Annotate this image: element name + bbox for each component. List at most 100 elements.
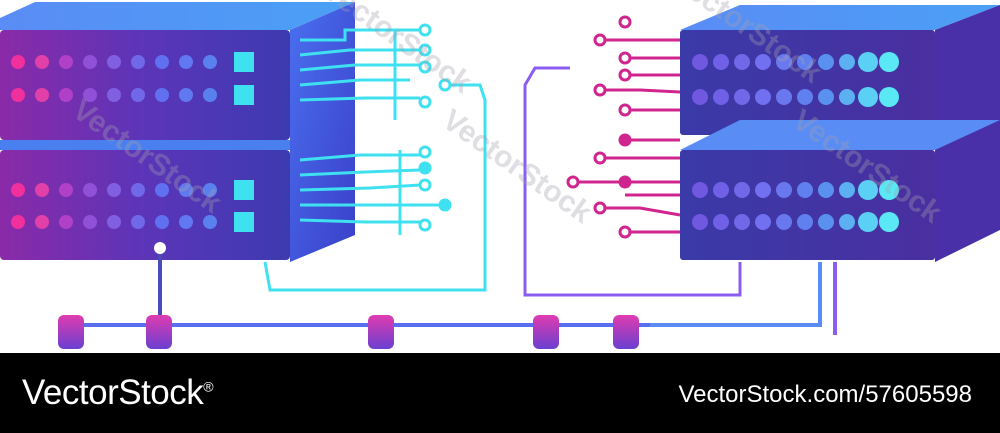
server-led (107, 55, 121, 69)
server-led (818, 214, 834, 230)
server-led (734, 214, 750, 230)
wire-node (418, 60, 432, 74)
right-top-slab (680, 5, 1000, 30)
server-led (83, 183, 97, 197)
left-unit-1 (0, 30, 290, 140)
server-led (879, 180, 899, 200)
wire-node (618, 225, 632, 239)
server-led (692, 182, 708, 198)
server-led (59, 88, 73, 102)
server-led (59, 183, 73, 197)
server-led (203, 215, 217, 229)
wire-node (618, 68, 632, 82)
server-led (35, 215, 49, 229)
server-led (818, 89, 834, 105)
server-led (155, 215, 169, 229)
wire-node (438, 78, 452, 92)
wire-node (618, 15, 632, 29)
server-led (107, 215, 121, 229)
server-led (879, 212, 899, 232)
server-led (35, 183, 49, 197)
bus-connector (58, 315, 84, 349)
server-led (858, 87, 878, 107)
server-led (858, 180, 878, 200)
server-square-led (234, 180, 254, 200)
server-led (755, 214, 771, 230)
wire-node (593, 33, 607, 47)
server-led (59, 215, 73, 229)
server-led (755, 89, 771, 105)
server-led (776, 54, 792, 70)
server-led (818, 182, 834, 198)
bus-connector (613, 315, 639, 349)
server-led (692, 54, 708, 70)
wire-node (618, 103, 632, 117)
server-led (692, 89, 708, 105)
server-led (11, 183, 25, 197)
left-led-rows (11, 52, 254, 232)
wire-node (618, 51, 632, 65)
brand-logo[interactable]: VectorStock® (22, 373, 214, 412)
server-led (797, 214, 813, 230)
server-led (107, 88, 121, 102)
bus-connector (533, 315, 559, 349)
server-led (35, 88, 49, 102)
server-square-led (234, 212, 254, 232)
server-led (818, 54, 834, 70)
server-led (839, 182, 855, 198)
left-server-stack (0, 2, 355, 262)
wire-node (618, 175, 632, 189)
server-led (713, 182, 729, 198)
server-led (755, 182, 771, 198)
server-led (179, 183, 193, 197)
server-led (203, 183, 217, 197)
server-led (11, 88, 25, 102)
server-led (83, 215, 97, 229)
server-led (59, 55, 73, 69)
server-led (734, 89, 750, 105)
server-led (713, 89, 729, 105)
wire-node (418, 218, 432, 232)
wire-node (566, 175, 580, 189)
wire-node (418, 161, 432, 175)
server-led (203, 55, 217, 69)
server-led (203, 88, 217, 102)
wire-node (618, 133, 632, 147)
server-led (776, 214, 792, 230)
wire-node (418, 178, 432, 192)
server-led (797, 182, 813, 198)
right-wiring (578, 38, 681, 234)
server-led-white (154, 242, 166, 254)
wire-node (418, 95, 432, 109)
illustration (0, 2, 1000, 349)
server-led (179, 215, 193, 229)
server-led (107, 183, 121, 197)
server-led (131, 55, 145, 69)
server-led (155, 88, 169, 102)
server-led (692, 214, 708, 230)
server-led (879, 52, 899, 72)
server-led (179, 55, 193, 69)
server-led (839, 89, 855, 105)
server-led (797, 54, 813, 70)
left-wire-nodes (418, 23, 452, 232)
server-led (131, 183, 145, 197)
wire-node (418, 145, 432, 159)
wire-node (593, 83, 607, 97)
server-led (131, 88, 145, 102)
server-led (797, 89, 813, 105)
bus-connectors (58, 315, 639, 349)
wire-node (593, 201, 607, 215)
stock-id-text: VectorStock.com/57605598 (678, 381, 972, 408)
right-unit-1 (680, 30, 935, 135)
server-led (83, 55, 97, 69)
wire-node (418, 43, 432, 57)
right-unit-2 (680, 150, 935, 260)
server-led (858, 52, 878, 72)
server-square-led (234, 85, 254, 105)
right-loop-wire (523, 66, 742, 297)
server-led (155, 55, 169, 69)
right-wire-nodes (566, 15, 632, 239)
server-led (35, 55, 49, 69)
bus-connector (146, 315, 172, 349)
